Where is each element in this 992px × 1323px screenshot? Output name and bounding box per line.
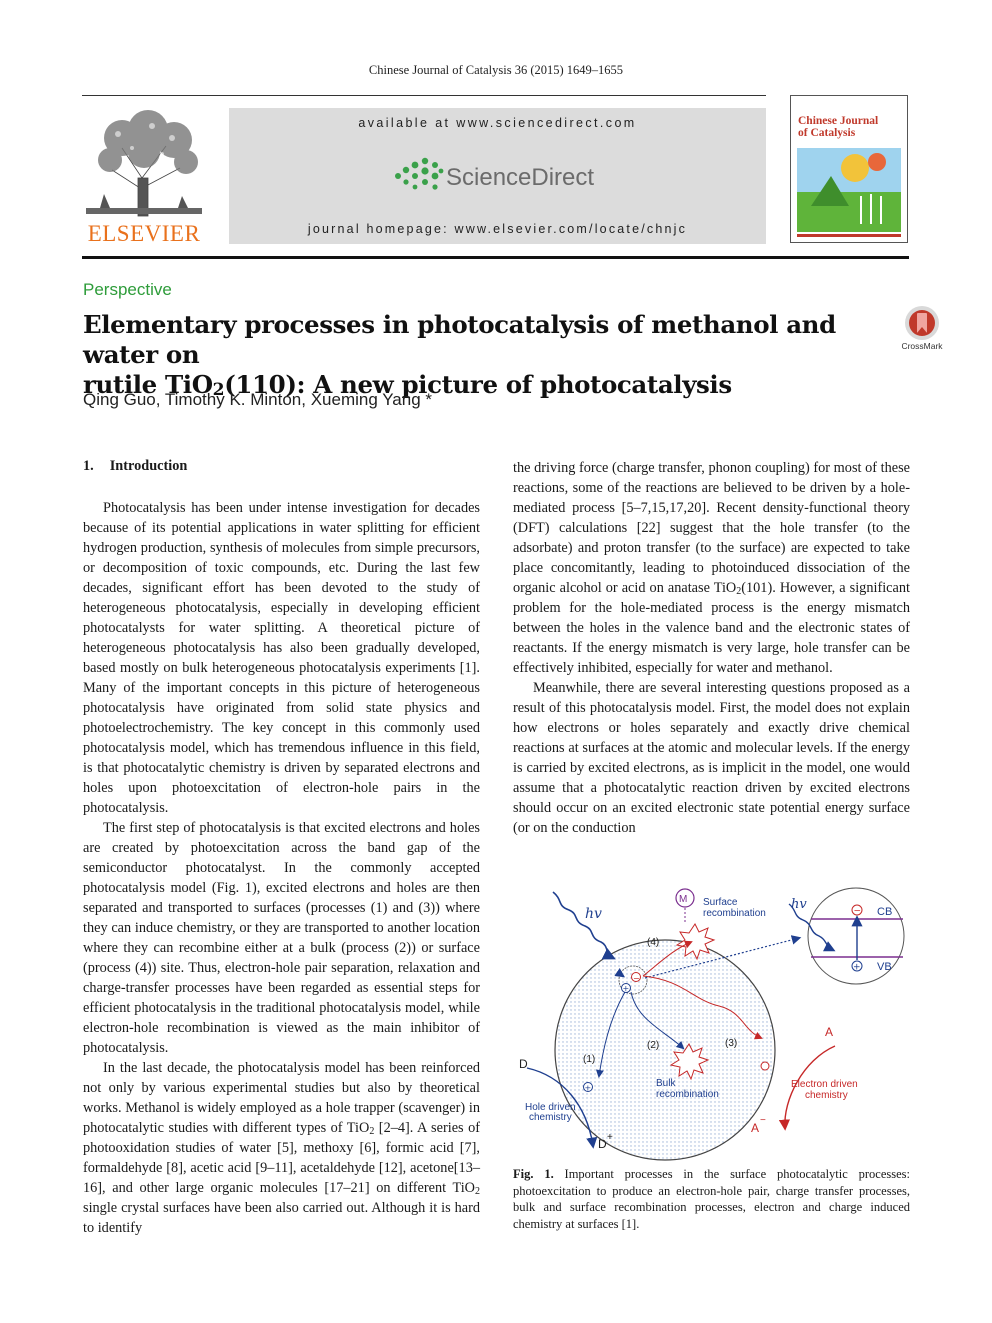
elsevier-logo: ELSEVIER bbox=[82, 108, 206, 248]
process-2: (2) bbox=[647, 1040, 659, 1051]
fig-plus-hole: + bbox=[585, 1084, 592, 1093]
figure-1: hv − + CB VB − + hv M Surface recombinat… bbox=[513, 880, 910, 1162]
elec-chem-2: chemistry bbox=[805, 1090, 848, 1101]
cb-label: CB bbox=[877, 906, 892, 918]
paragraph-3: In the last decade, the photocatalysis m… bbox=[83, 1058, 480, 1238]
header-thick-rule bbox=[82, 256, 909, 259]
figure-caption: Fig. 1. Important processes in the surfa… bbox=[513, 1166, 910, 1232]
article-type: Perspective bbox=[83, 280, 172, 299]
sciencedirect-banner: available at www.sciencedirect.com Scien… bbox=[229, 108, 766, 244]
left-column: Photocatalysis has been under intense in… bbox=[83, 498, 480, 1238]
elec-chem-1: Electron driven bbox=[791, 1079, 858, 1090]
process-4: (4) bbox=[647, 937, 659, 948]
hole-chem-2: chemistry bbox=[529, 1112, 572, 1123]
hv-right: hv bbox=[791, 897, 807, 912]
a-minus-label: A bbox=[751, 1121, 759, 1135]
fig-plus-1: + bbox=[623, 984, 630, 993]
m-label: M bbox=[679, 894, 687, 905]
d-plus-label: D bbox=[598, 1137, 607, 1151]
header-rule bbox=[82, 95, 766, 96]
r1-part-a: the driving force (charge transfer, phon… bbox=[513, 460, 910, 596]
elsevier-tree-icon bbox=[82, 108, 206, 220]
p3-sub-2: 2 bbox=[475, 1186, 480, 1197]
journal-reference: Chinese Journal of Catalysis 36 (2015) 1… bbox=[368, 63, 624, 77]
surface-rec-2: recombination bbox=[703, 908, 766, 919]
crossmark-badge[interactable]: CrossMark bbox=[898, 305, 946, 355]
title-line2-post: (110): A new picture of photocatalysis bbox=[224, 370, 732, 399]
a-label: A bbox=[825, 1025, 833, 1039]
fig-minus-1: − bbox=[633, 974, 640, 983]
figure-label: Fig. 1. bbox=[513, 1167, 554, 1181]
sciencedirect-dots-icon bbox=[395, 157, 444, 190]
a-minus-sign: − bbox=[760, 1115, 766, 1126]
p3-sub-1: 2 bbox=[369, 1126, 375, 1137]
fig-minus-cb: − bbox=[854, 907, 862, 917]
paragraph-1: Photocatalysis has been under intense in… bbox=[83, 500, 480, 816]
title-subscript: 2 bbox=[212, 380, 225, 400]
available-at-link[interactable]: available at www.sciencedirect.com bbox=[358, 116, 637, 130]
right-column: the driving force (charge transfer, phon… bbox=[513, 458, 910, 838]
p3-part-e: single crystal surfaces have been also c… bbox=[83, 1200, 480, 1236]
journal-homepage-link[interactable]: journal homepage: www.elsevier.com/locat… bbox=[307, 222, 688, 236]
crossmark-label: CrossMark bbox=[901, 341, 943, 351]
bulk-rec-1: Bulk bbox=[656, 1078, 676, 1089]
fig-plus-vb: + bbox=[853, 963, 861, 973]
cover-title-line1: Chinese Journal bbox=[798, 115, 879, 127]
title-line2-pre: rutile TiO bbox=[83, 370, 213, 399]
cover-art-icon bbox=[791, 96, 907, 242]
surface-rec-1: Surface bbox=[703, 897, 738, 908]
p3-part-c: [2–4]. A series of photooxidation studie… bbox=[83, 1120, 480, 1196]
figure-caption-text: Important processes in the surface photo… bbox=[513, 1167, 911, 1231]
process-3: (3) bbox=[725, 1038, 737, 1049]
p3-part-a: In the last decade, the photocatalysis m… bbox=[83, 1060, 480, 1136]
d-plus-sign: + bbox=[607, 1132, 613, 1143]
paragraph-2: The first step of photocatalysis is that… bbox=[83, 820, 480, 1056]
hv-left: hv bbox=[585, 906, 602, 922]
r1-sub: 2 bbox=[736, 586, 742, 597]
r1-part-c: (101). However, a significant problem fo… bbox=[513, 580, 910, 676]
crossmark-icon bbox=[905, 306, 939, 340]
section-heading: 1. Introduction bbox=[83, 458, 187, 475]
publisher-name: ELSEVIER bbox=[87, 221, 201, 246]
cover-title-line2: of Catalysis bbox=[798, 127, 856, 139]
semiconductor-particle bbox=[554, 939, 776, 1161]
author-list: Qing Guo, Timothy K. Minton, Xueming Yan… bbox=[83, 390, 432, 409]
process-1: (1) bbox=[583, 1054, 595, 1065]
section-title: Introduction bbox=[109, 458, 188, 474]
sciencedirect-brand: ScienceDirect bbox=[394, 154, 614, 200]
hole-chem-1: Hole driven bbox=[525, 1102, 576, 1113]
vb-label: VB bbox=[877, 961, 892, 973]
photocatalysis-diagram: hv − + CB VB − + hv M Surface recombinat… bbox=[519, 887, 905, 1161]
sciencedirect-wordmark: ScienceDirect bbox=[446, 164, 595, 191]
section-number: 1. bbox=[83, 458, 94, 474]
paragraph-r2: Meanwhile, there are several interesting… bbox=[513, 680, 910, 836]
paragraph-r1: the driving force (charge transfer, phon… bbox=[513, 458, 910, 678]
article-title: Elementary processes in photocatalysis o… bbox=[83, 310, 893, 400]
title-line1: Elementary processes in photocatalysis o… bbox=[83, 310, 836, 369]
d-label: D bbox=[519, 1057, 528, 1071]
bulk-rec-2: recombination bbox=[656, 1089, 719, 1100]
